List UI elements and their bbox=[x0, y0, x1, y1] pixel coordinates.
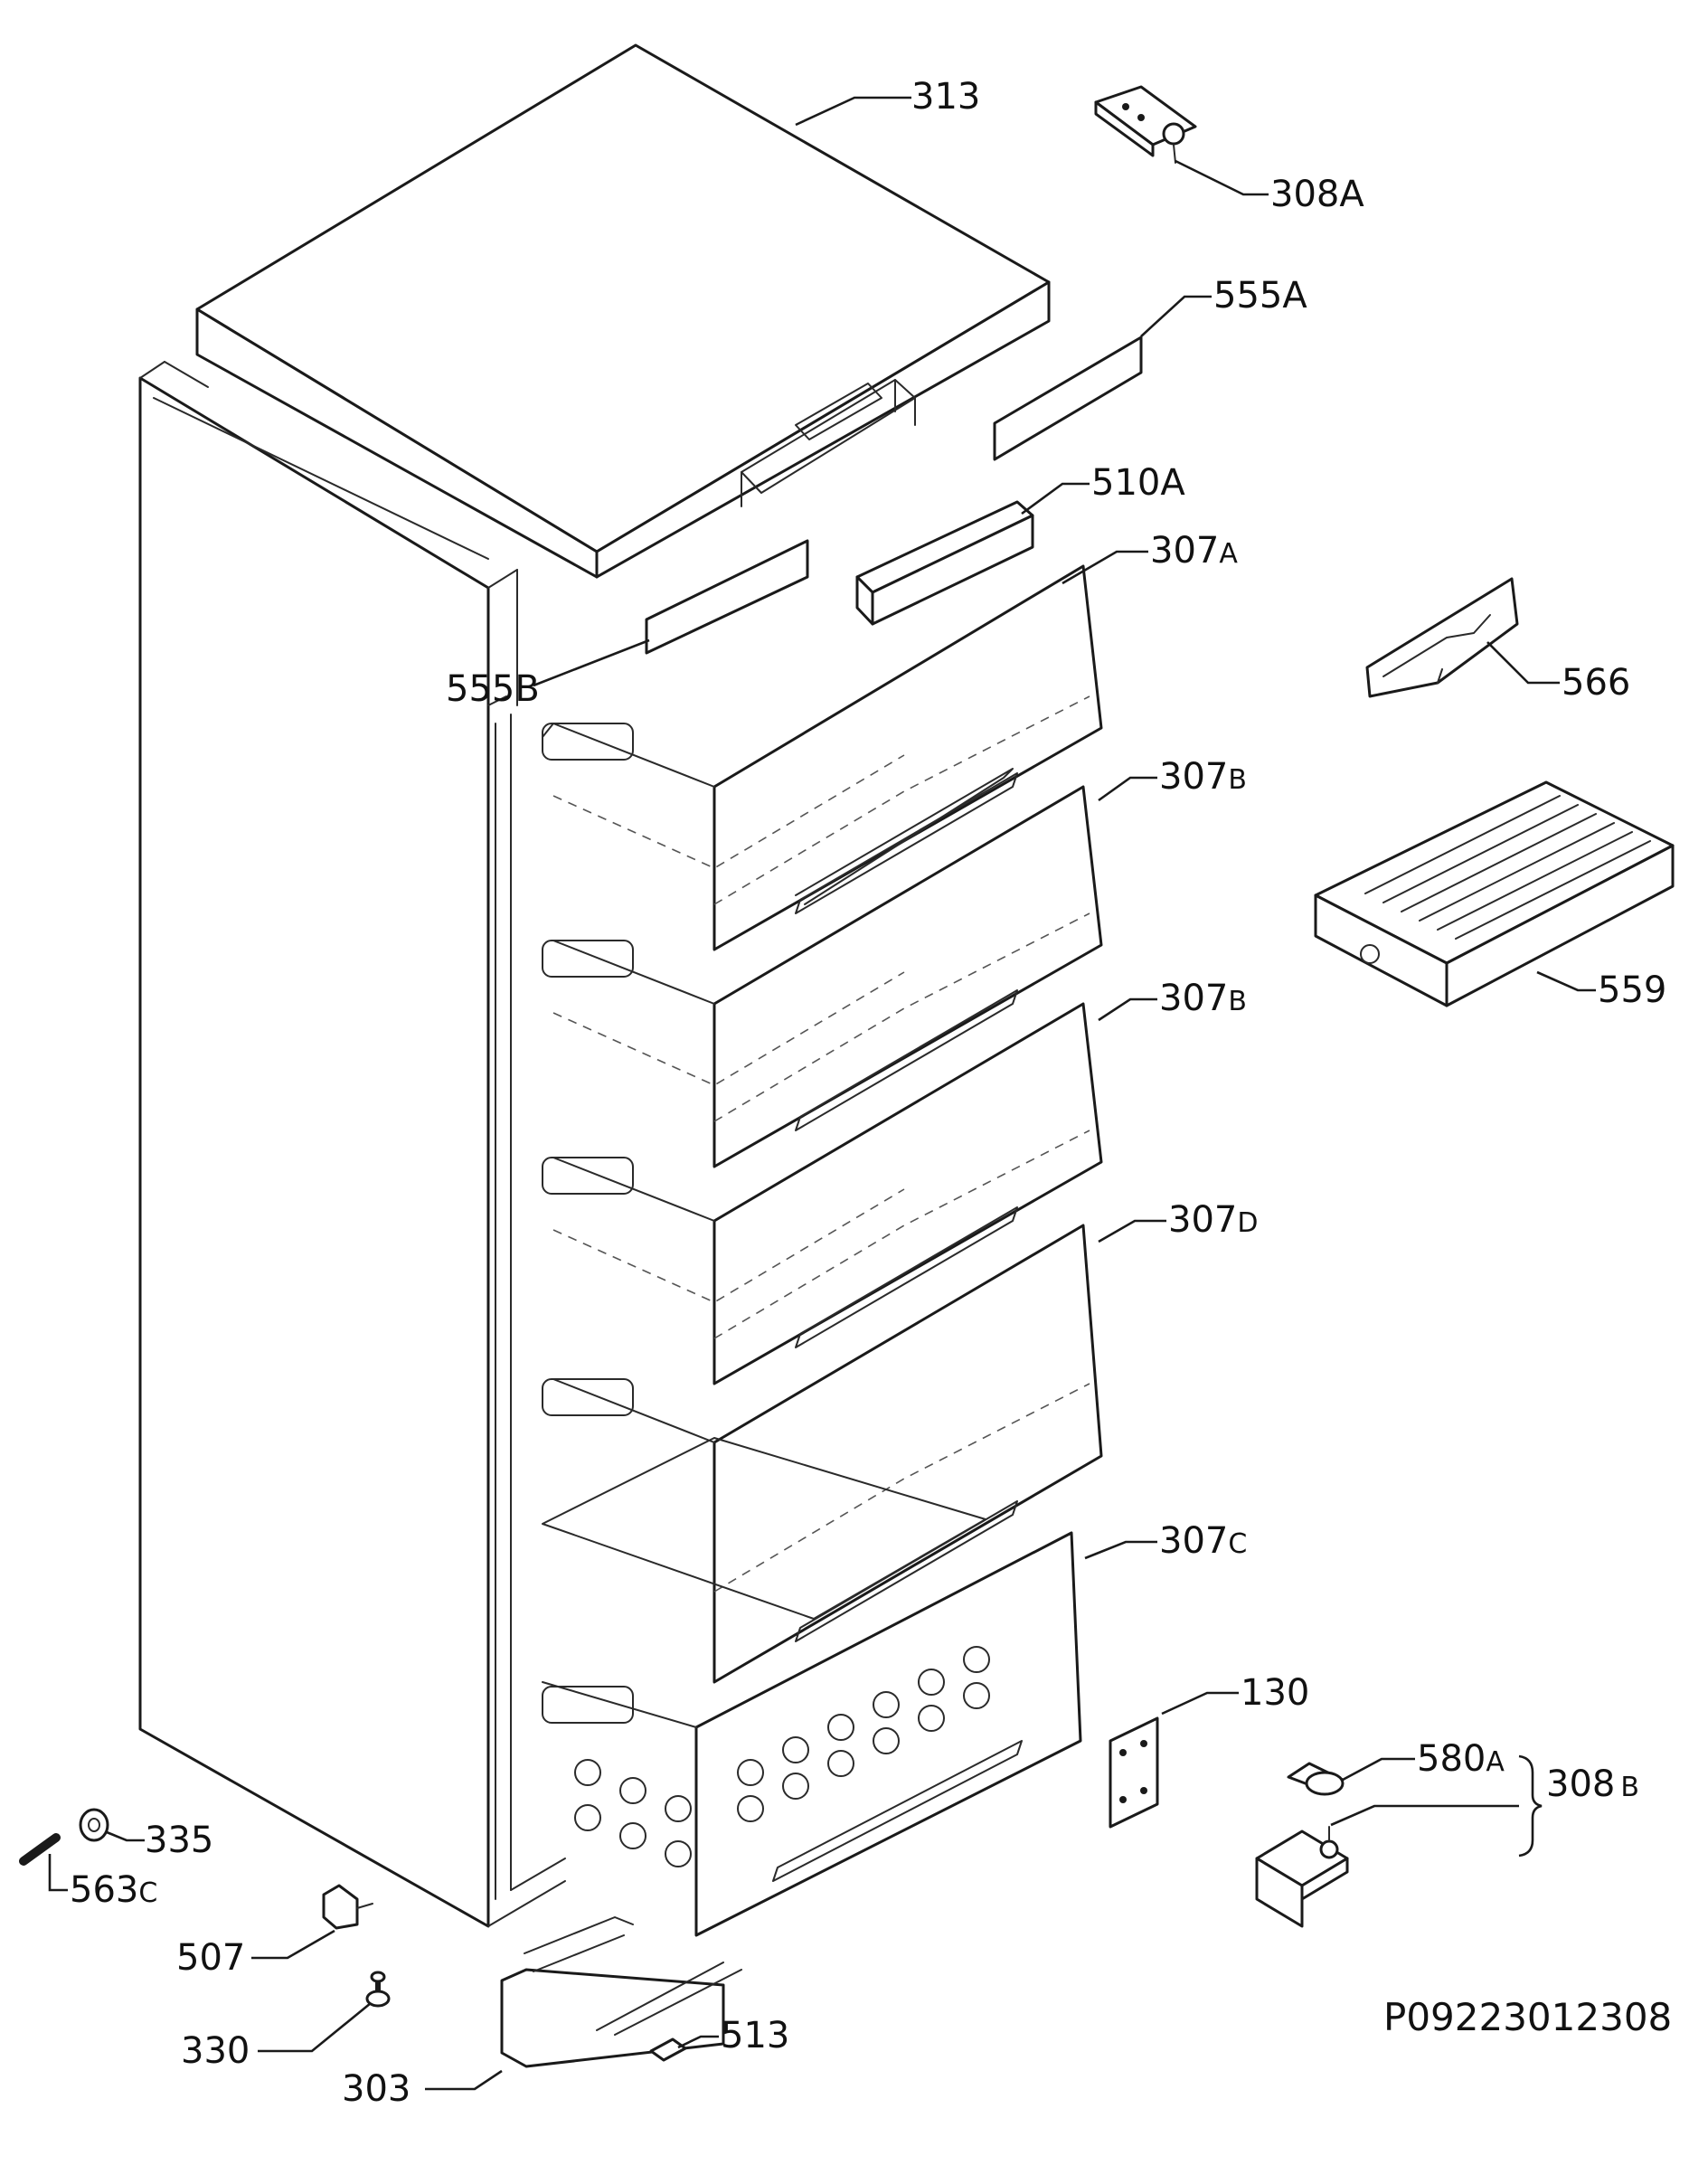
label-303: 303 bbox=[342, 2068, 410, 2110]
label-555a: 555A bbox=[1213, 275, 1307, 317]
label-555b: 555B bbox=[446, 668, 540, 710]
label-307c: 307C bbox=[1159, 1520, 1247, 1562]
label-308a: 308A bbox=[1270, 174, 1364, 215]
pin-563c bbox=[19, 1833, 61, 1866]
clip-566 bbox=[1365, 577, 1519, 698]
label-307b-lower: 307B bbox=[1159, 978, 1247, 1019]
drawer-307b-lower bbox=[542, 1002, 1103, 1385]
hinge-308a bbox=[1094, 85, 1197, 164]
label-307d: 307D bbox=[1168, 1199, 1258, 1241]
label-330: 330 bbox=[181, 2030, 250, 2072]
label-566: 566 bbox=[1562, 662, 1630, 704]
bushing-580a bbox=[1287, 1762, 1345, 1796]
plinth-303 bbox=[500, 1916, 742, 2068]
label-130: 130 bbox=[1241, 1672, 1309, 1714]
label-507: 507 bbox=[176, 1937, 245, 1979]
drawer-307c bbox=[542, 1531, 1082, 1937]
bracket-507 bbox=[322, 1884, 373, 1930]
part-labels: 313 308A 555A 510A 307A 555B 566 307B 55… bbox=[70, 76, 1672, 2110]
drawing-code: P09223012308 bbox=[1383, 1995, 1672, 2039]
roller-335 bbox=[79, 1808, 109, 1842]
adjustable-foot-330 bbox=[365, 1971, 391, 2008]
handle-510a bbox=[855, 500, 1034, 626]
trim-strip-555b bbox=[645, 539, 809, 655]
drawer-307a bbox=[542, 564, 1103, 951]
cabinet-body bbox=[138, 361, 566, 1928]
label-563c: 563C bbox=[70, 1869, 157, 1911]
label-307a: 307A bbox=[1150, 530, 1238, 572]
top-cover-313 bbox=[195, 43, 1051, 579]
label-580a: 580A bbox=[1417, 1738, 1505, 1780]
hinge-308b bbox=[1255, 1826, 1349, 1928]
drawer-307b-upper bbox=[542, 785, 1103, 1168]
ice-tray-559 bbox=[1314, 780, 1675, 1007]
label-307b-upper: 307B bbox=[1159, 756, 1247, 798]
trim-strip-555a bbox=[993, 336, 1143, 461]
label-313: 313 bbox=[911, 76, 980, 118]
leader-lines bbox=[48, 96, 1596, 2091]
clip-513 bbox=[649, 2037, 687, 2062]
label-510a: 510A bbox=[1091, 462, 1185, 504]
label-513: 513 bbox=[721, 2015, 789, 2056]
label-335: 335 bbox=[145, 1820, 213, 1861]
plate-130 bbox=[1109, 1716, 1159, 1829]
drawer-307d bbox=[542, 1224, 1103, 1684]
label-559: 559 bbox=[1598, 969, 1666, 1011]
